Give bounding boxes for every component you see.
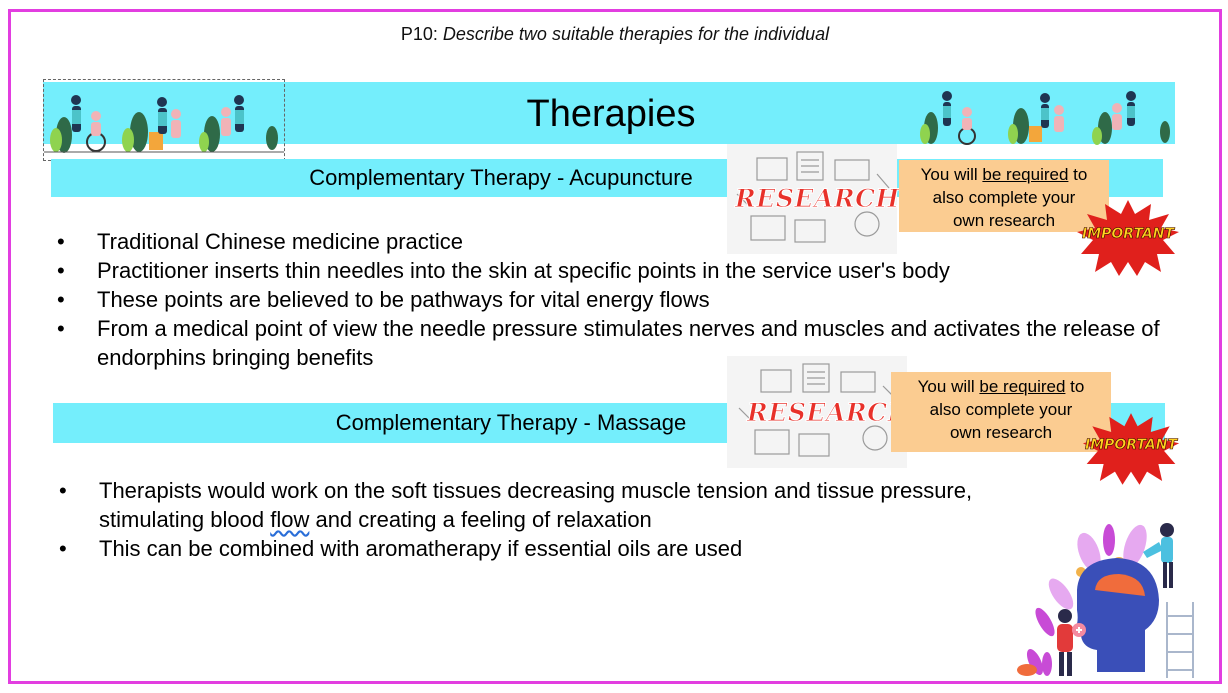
research-note: You will be required to also complete yo… (899, 160, 1109, 232)
wellbeing-illustration (1017, 512, 1213, 678)
bullet-text: Therapists would work on the soft tissue… (99, 478, 973, 532)
massage-heading: Complementary Therapy - Massage (335, 410, 687, 435)
acupuncture-heading: Complementary Therapy - Acupuncture (309, 165, 693, 190)
list-item: Practitioner inserts thin needles into t… (51, 256, 1161, 285)
note-text: also complete your (932, 188, 1076, 207)
carers-icon (920, 91, 1170, 145)
bullet-text-spellcheck: flow (270, 507, 310, 532)
list-item: From a medical point of view the needle … (51, 314, 1161, 372)
note-text-underlined: be required (979, 377, 1066, 396)
important-badge: IMPORTANT (1081, 410, 1181, 486)
list-item: Traditional Chinese medicine practice (51, 227, 1161, 256)
research-badge: RESEARCH (727, 356, 912, 468)
note-text: own research (952, 211, 1056, 230)
list-item: This can be combined with aromatherapy i… (53, 534, 1053, 563)
research-doodle-icon (727, 356, 907, 468)
note-text: to (1068, 165, 1088, 184)
important-label: IMPORTANT (1084, 437, 1178, 454)
note-text: You will (917, 377, 980, 396)
research-label: RESEARCH (735, 184, 900, 214)
starburst-icon (1082, 413, 1180, 485)
research-note: You will be required to also complete yo… (891, 372, 1111, 452)
list-item: These points are believed to be pathways… (51, 285, 1161, 314)
head-plants-icon (1017, 523, 1194, 678)
note-text: You will (920, 165, 983, 184)
note-text: own research (949, 423, 1053, 442)
note-text-underlined: be required (982, 165, 1069, 184)
carers-illustration-right (917, 84, 1172, 150)
note-text: also complete your (929, 400, 1073, 419)
carers-illustration-left (43, 79, 285, 161)
bullet-text: and creating a feeling of relaxation (309, 507, 652, 532)
note-text: to (1065, 377, 1085, 396)
slide: P10: Describe two suitable therapies for… (8, 9, 1222, 684)
massage-bullet-list: Therapists would work on the soft tissue… (53, 476, 1053, 563)
list-item: Therapists would work on the soft tissue… (53, 476, 1053, 534)
carers-icon (44, 95, 284, 153)
research-label: RESEARCH (747, 398, 912, 428)
acupuncture-bullet-list: Traditional Chinese medicine practice Pr… (51, 227, 1161, 372)
header-question: Describe two suitable therapies for the … (442, 24, 830, 44)
slide-header: P10: Describe two suitable therapies for… (11, 24, 1219, 45)
title-banner (43, 82, 1175, 144)
page-title: Therapies (526, 93, 696, 135)
header-prefix: P10: (400, 24, 443, 44)
